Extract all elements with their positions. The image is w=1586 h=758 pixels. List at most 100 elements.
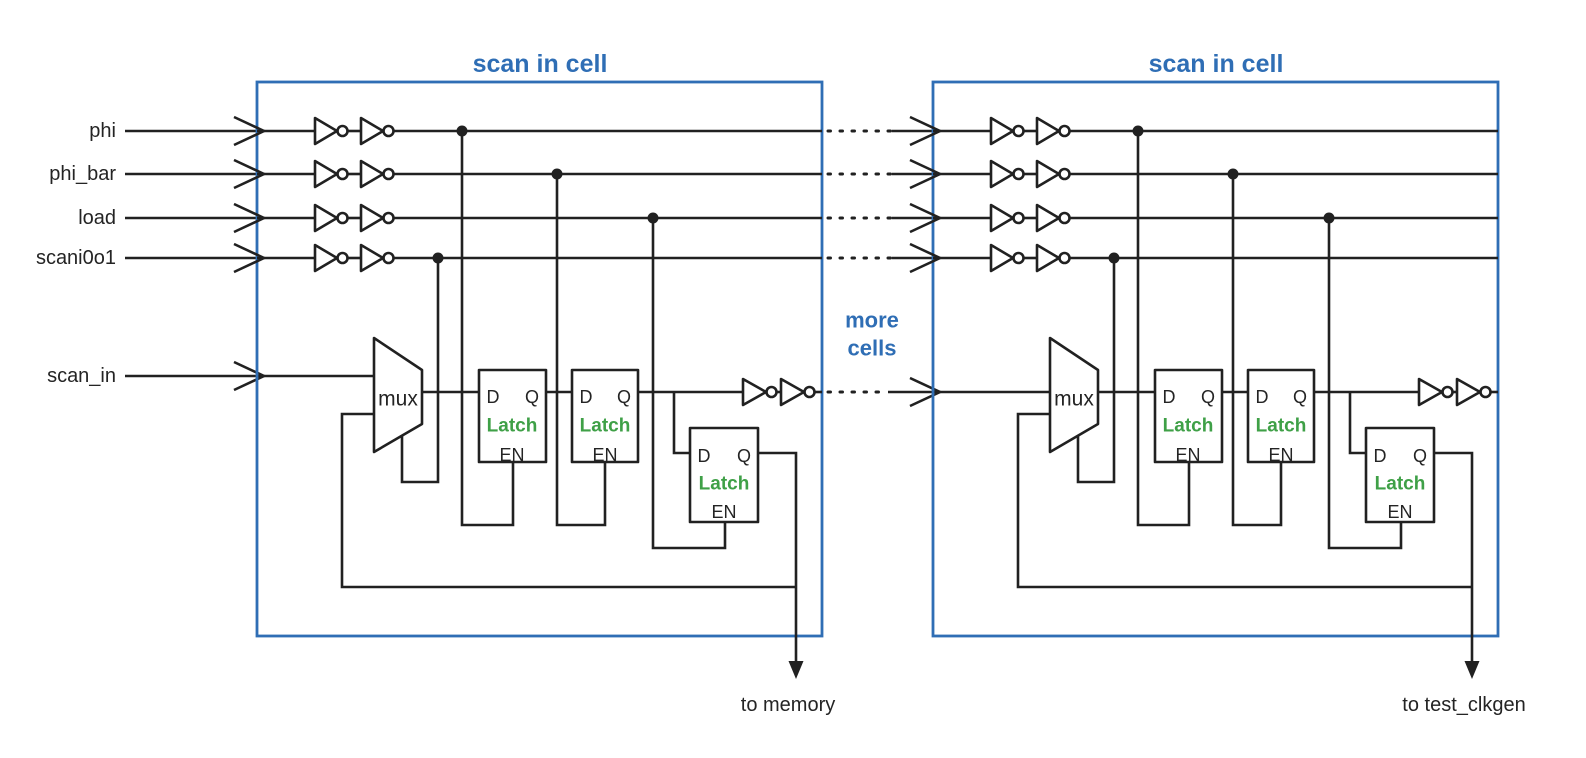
latch-q-pin: Q bbox=[737, 446, 751, 466]
latch-d-pin: D bbox=[1163, 387, 1176, 407]
net-load bbox=[909, 202, 1498, 550]
latch-d-pin: D bbox=[1374, 446, 1387, 466]
latch-q-pin: Q bbox=[617, 387, 631, 407]
inverter-icon bbox=[989, 116, 1015, 146]
latch-d-pin: D bbox=[1256, 387, 1269, 407]
inverter-bubble-icon bbox=[336, 211, 349, 225]
gap-label-more: more bbox=[845, 308, 899, 333]
inverter-bubble-icon bbox=[1058, 167, 1071, 181]
input-label-scani0o1: scani0o1 bbox=[36, 247, 116, 269]
inverter-icon bbox=[989, 159, 1015, 189]
wire-branch-to-latch3-d bbox=[1348, 392, 1366, 455]
wire-phibar-to-latch2-en bbox=[555, 174, 607, 527]
cell-border bbox=[255, 80, 824, 638]
mux: mux bbox=[372, 336, 424, 454]
inverter-bubble-icon bbox=[336, 167, 349, 181]
latch-en-pin: EN bbox=[1387, 502, 1412, 522]
wire-latch3-q-output bbox=[1434, 451, 1474, 661]
inverter-bubble-icon bbox=[1012, 124, 1025, 138]
wire-load-to-latch3-en bbox=[651, 218, 727, 550]
latch-q-pin: Q bbox=[1293, 387, 1307, 407]
inverter-bubble-icon bbox=[765, 385, 778, 399]
left-inputs: phi phi_bar load scani0o1 scan_in bbox=[36, 120, 374, 392]
cell-border bbox=[931, 80, 1500, 638]
latch-box bbox=[1153, 368, 1224, 464]
latch-label: Latch bbox=[1375, 474, 1426, 495]
latch-en-pin: EN bbox=[592, 445, 617, 465]
inverter-icon bbox=[1455, 377, 1482, 407]
inverter-icon bbox=[1035, 159, 1061, 189]
inverter-bubble-icon bbox=[1058, 251, 1071, 265]
latch-3: D Q Latch EN bbox=[1364, 426, 1436, 524]
junction-dot bbox=[1132, 125, 1144, 137]
arrow-icon bbox=[909, 376, 944, 408]
wire-scani0o1-to-mux-select bbox=[1076, 258, 1116, 484]
wire-feedback-to-mux bbox=[1016, 412, 1472, 589]
mux-label: mux bbox=[378, 388, 418, 411]
inverter-icon bbox=[359, 203, 385, 233]
latch-label: Latch bbox=[1163, 416, 1214, 437]
wire-phi-to-latch1-en bbox=[1136, 131, 1191, 527]
input-label-phi-bar: phi_bar bbox=[49, 163, 116, 185]
wire-feedback-to-mux bbox=[340, 412, 796, 589]
arrow-icon bbox=[233, 360, 268, 392]
wire-load-to-latch3-en bbox=[1327, 218, 1403, 550]
inverter-bubble-icon bbox=[336, 251, 349, 265]
scan-cell: scan in cell bbox=[909, 50, 1526, 716]
latch-q-pin: Q bbox=[1413, 446, 1427, 466]
inverter-bubble-icon bbox=[1058, 211, 1071, 225]
latch-label: Latch bbox=[699, 474, 750, 495]
cell-title: scan in cell bbox=[1149, 50, 1284, 78]
input-label-scan-in: scan_in bbox=[47, 365, 116, 387]
net-scani0o1 bbox=[233, 242, 822, 484]
arrow-down-icon bbox=[788, 661, 804, 679]
inverter-bubble-icon bbox=[1479, 385, 1492, 399]
inverter-icon bbox=[313, 116, 339, 146]
input-label-load: load bbox=[78, 207, 116, 229]
net-scani0o1 bbox=[909, 242, 1498, 484]
net-phi-bar bbox=[233, 158, 822, 527]
latch-en-pin: EN bbox=[1175, 445, 1200, 465]
latch-box bbox=[688, 426, 760, 524]
latch-en-pin: EN bbox=[711, 502, 736, 522]
junction-dot bbox=[647, 212, 659, 224]
inverter-bubble-icon bbox=[803, 385, 816, 399]
wire-scani0o1-to-mux-select bbox=[400, 258, 440, 484]
inverter-bubble-icon bbox=[382, 211, 395, 225]
net-phi bbox=[909, 115, 1498, 527]
inverter-icon bbox=[989, 243, 1015, 273]
latch-1: D Q Latch EN bbox=[477, 368, 548, 465]
inverter-icon bbox=[741, 377, 768, 407]
inverter-icon bbox=[313, 243, 339, 273]
latch-3: D Q Latch EN bbox=[688, 426, 760, 524]
inverter-icon bbox=[359, 159, 385, 189]
latch-label: Latch bbox=[1256, 416, 1307, 437]
latch-box bbox=[1246, 368, 1316, 464]
inverter-icon bbox=[359, 116, 385, 146]
inverter-icon bbox=[313, 159, 339, 189]
gap-label-cells: cells bbox=[848, 336, 897, 361]
cell-output-label: to test_clkgen bbox=[1402, 694, 1525, 716]
inverter-icon bbox=[1035, 203, 1061, 233]
net-load bbox=[233, 202, 822, 550]
latch-box bbox=[570, 368, 640, 464]
junction-dot bbox=[456, 125, 468, 137]
inverter-bubble-icon bbox=[336, 124, 349, 138]
inverter-bubble-icon bbox=[382, 167, 395, 181]
latch-box bbox=[1364, 426, 1436, 524]
arrow-down-icon bbox=[1464, 661, 1480, 679]
cell-title: scan in cell bbox=[473, 50, 608, 78]
latch-1: D Q Latch EN bbox=[1153, 368, 1224, 465]
cell-gap: more cells bbox=[826, 129, 1050, 408]
inverter-bubble-icon bbox=[1058, 124, 1071, 138]
net-phi-bar bbox=[909, 158, 1498, 527]
latch-2: D Q Latch EN bbox=[1246, 368, 1316, 465]
inverter-bubble-icon bbox=[1012, 167, 1025, 181]
inverter-bubble-icon bbox=[1012, 211, 1025, 225]
inverter-icon bbox=[313, 203, 339, 233]
input-label-phi: phi bbox=[89, 120, 116, 142]
latch-2: D Q Latch EN bbox=[570, 368, 640, 465]
inverter-icon bbox=[359, 243, 385, 273]
net-phi bbox=[233, 115, 822, 527]
mux: mux bbox=[1048, 336, 1100, 454]
